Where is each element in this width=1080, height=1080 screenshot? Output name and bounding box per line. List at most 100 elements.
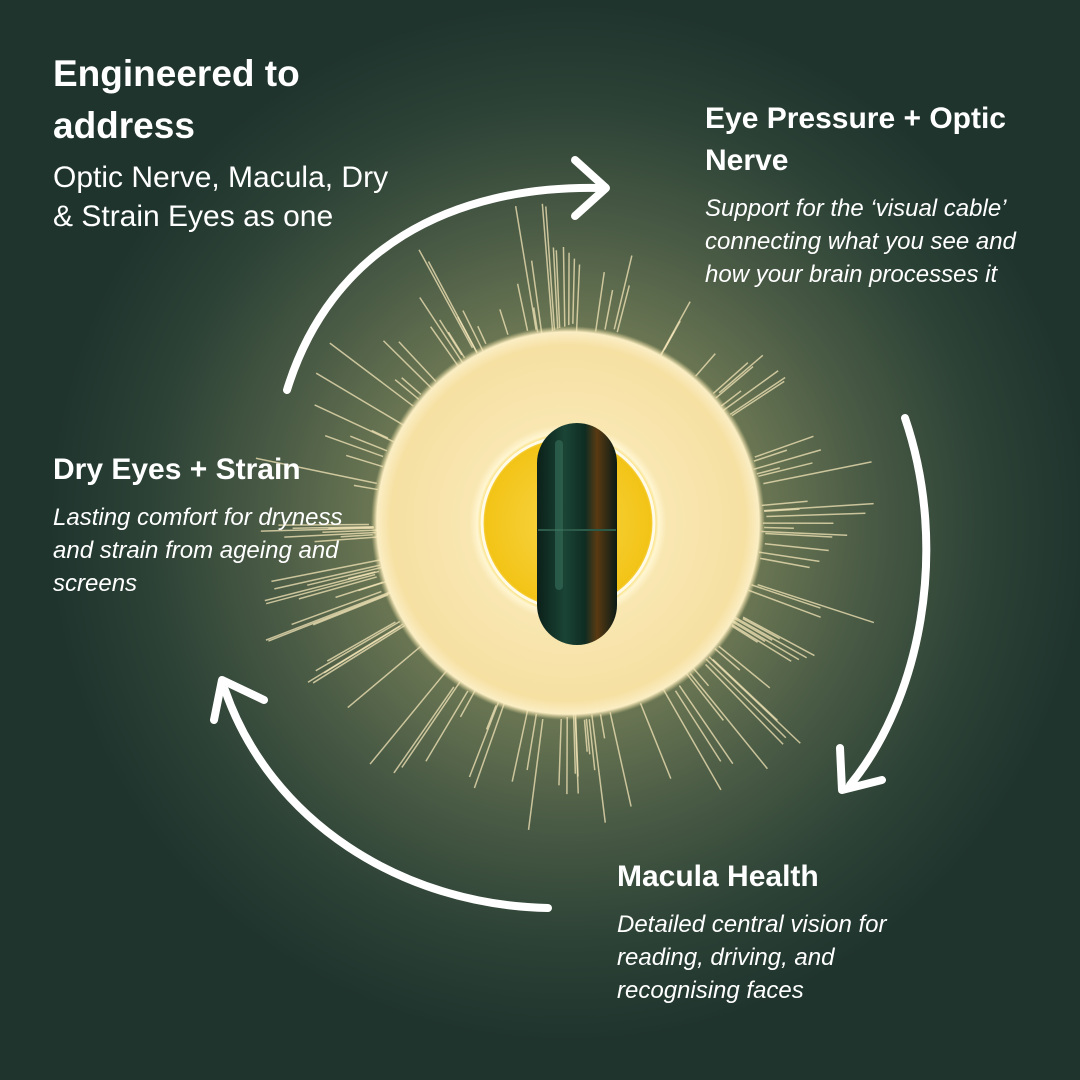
light-ray xyxy=(572,258,576,324)
light-ray xyxy=(526,713,538,771)
benefit-eye-pressure: Eye Pressure + Optic Nerve Support for t… xyxy=(705,98,1025,291)
light-ray xyxy=(757,583,875,624)
light-ray xyxy=(766,512,866,518)
light-ray xyxy=(468,702,500,778)
light-ray xyxy=(594,271,605,332)
light-ray xyxy=(398,341,437,382)
light-ray xyxy=(485,705,497,730)
light-ray xyxy=(292,525,374,530)
light-ray xyxy=(439,319,463,356)
light-ray xyxy=(604,289,614,330)
light-ray xyxy=(473,702,506,789)
light-ray xyxy=(731,624,792,662)
light-ray xyxy=(401,681,461,768)
light-ray xyxy=(678,685,734,765)
light-ray xyxy=(260,527,374,532)
light-ray xyxy=(345,454,384,468)
arrow-top-head xyxy=(571,156,610,220)
benefit-body: Detailed central vision for reading, dri… xyxy=(617,911,887,1004)
light-ray xyxy=(545,206,556,331)
light-ray xyxy=(322,529,378,533)
light-ray xyxy=(753,449,822,471)
light-ray xyxy=(585,718,591,755)
light-ray xyxy=(685,672,724,721)
arrow-right xyxy=(846,414,931,789)
light-ray xyxy=(427,261,478,353)
light-ray xyxy=(307,566,382,586)
light-ray xyxy=(639,702,672,779)
subheading: Optic Nerve, Macula, Dry & Strain Eyes a… xyxy=(53,161,389,233)
light-ray xyxy=(562,247,566,327)
light-ray xyxy=(599,714,606,739)
light-ray xyxy=(326,621,396,662)
light-ray xyxy=(574,713,579,777)
light-ray xyxy=(552,247,559,329)
light-ray xyxy=(284,531,376,538)
light-ray xyxy=(591,714,607,823)
light-ray xyxy=(558,719,562,786)
arrow-top xyxy=(283,183,604,394)
light-ray xyxy=(335,581,384,599)
light-ray xyxy=(613,255,633,330)
light-ray xyxy=(742,617,781,640)
light-ray xyxy=(731,625,758,643)
light-ray xyxy=(314,404,395,443)
light-ray xyxy=(661,687,722,791)
light-ray xyxy=(751,584,821,609)
benefit-dry-eyes: Dry Eyes + Strain Lasting comfort for dr… xyxy=(53,449,363,600)
light-ray xyxy=(429,326,459,367)
light-ray xyxy=(394,379,420,400)
light-ray xyxy=(689,672,768,770)
light-ray xyxy=(315,620,401,672)
light-ray xyxy=(477,325,487,345)
light-ray xyxy=(499,309,509,335)
benefit-body: Lasting comfort for dryness and strain f… xyxy=(53,504,343,597)
light-ray xyxy=(756,467,781,475)
light-ray xyxy=(255,457,377,485)
light-ray xyxy=(462,310,484,352)
light-ray xyxy=(764,543,829,552)
light-ray xyxy=(312,594,389,626)
light-ray xyxy=(583,719,588,752)
light-ray xyxy=(447,331,466,359)
light-ray xyxy=(729,376,786,415)
light-ray xyxy=(514,206,537,330)
light-ray xyxy=(532,307,539,333)
light-ray xyxy=(714,648,741,671)
light-ray xyxy=(761,530,848,537)
light-ray xyxy=(588,719,596,771)
light-ray xyxy=(265,573,376,605)
light-ray xyxy=(758,462,813,477)
light-ray xyxy=(753,449,788,462)
capsule-icon xyxy=(537,423,617,645)
light-ray xyxy=(764,526,794,530)
benefit-body: Support for the ‘visual cable’ connectin… xyxy=(705,195,1016,288)
light-ray xyxy=(575,264,581,333)
arrow-left-head xyxy=(210,676,268,724)
light-ray xyxy=(715,366,754,399)
light-ray xyxy=(705,658,787,739)
light-ray xyxy=(555,250,561,328)
light-ray xyxy=(350,435,388,452)
light-ray xyxy=(732,621,766,642)
light-ray xyxy=(511,708,529,782)
light-ray xyxy=(718,354,764,394)
light-ray xyxy=(371,429,389,439)
light-ray xyxy=(760,557,810,569)
light-ray xyxy=(732,619,800,661)
light-ray xyxy=(369,669,448,765)
light-ray xyxy=(274,564,381,590)
light-ray xyxy=(731,380,785,417)
light-ray xyxy=(419,297,464,365)
light-ray xyxy=(265,591,391,641)
light-ray xyxy=(572,714,577,774)
light-ray xyxy=(763,461,872,485)
light-ray xyxy=(527,718,544,830)
light-ray xyxy=(298,576,377,600)
heading: Engineered to address xyxy=(53,53,300,146)
arrow-left xyxy=(221,686,552,912)
light-ray xyxy=(712,362,749,394)
arrow-right-head xyxy=(836,744,886,794)
light-ray xyxy=(758,551,820,563)
